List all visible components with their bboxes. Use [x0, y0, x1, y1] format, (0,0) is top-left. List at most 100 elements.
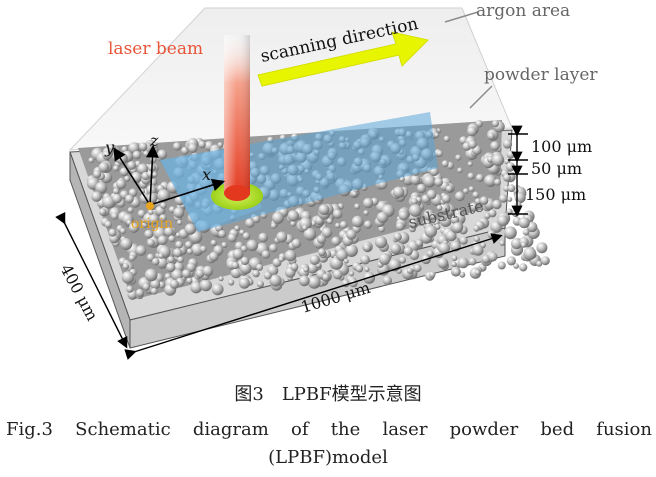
- powder-particle: [252, 269, 260, 278]
- argon-area-label: argon area: [476, 1, 570, 21]
- powder-particle: [184, 223, 197, 235]
- powder-particle: [504, 226, 517, 240]
- powder-particle: [332, 269, 343, 280]
- powder-particle: [322, 273, 330, 282]
- powder-particle: [119, 167, 129, 177]
- powder-particle: [467, 161, 473, 167]
- powder-particle: [363, 220, 373, 229]
- powder-particle: [143, 150, 150, 157]
- powder-particle: [451, 261, 457, 268]
- powder-particle: [423, 174, 436, 188]
- powder-particle: [231, 261, 239, 270]
- powder-particle: [436, 150, 443, 157]
- powder-particle: [490, 141, 500, 151]
- powder-particle: [457, 257, 469, 269]
- powder-particle: [160, 202, 167, 209]
- powder-particle: [408, 204, 422, 217]
- powder-particle: [104, 220, 113, 229]
- powder-particle: [113, 188, 120, 195]
- powder-particle: [455, 154, 462, 161]
- powder-particle: [506, 208, 513, 215]
- powder-particle: [484, 174, 497, 187]
- powder-particle: [494, 178, 501, 186]
- powder-particle: [355, 265, 364, 273]
- powder-particle: [468, 140, 477, 149]
- powder-particle: [472, 244, 484, 256]
- powder-particle: [518, 217, 530, 229]
- powder-particle: [128, 222, 140, 233]
- powder-particle: [376, 211, 389, 224]
- powder-particle: [511, 209, 520, 217]
- powder-particle: [310, 220, 317, 227]
- powder-particle: [468, 186, 475, 192]
- powder-particle: [290, 220, 296, 227]
- dimension-1000: [124, 233, 503, 360]
- powder-particle: [199, 279, 212, 292]
- powder-particle: [135, 288, 145, 298]
- powder-particle: [519, 263, 528, 272]
- powder-particle: [269, 243, 278, 253]
- powder-particle: [157, 189, 171, 202]
- powder-particle: [173, 248, 183, 258]
- powder-particle: [202, 265, 214, 277]
- powder-particle: [218, 276, 224, 282]
- powder-particle: [413, 264, 422, 273]
- powder-particle: [463, 188, 469, 194]
- coordinate-axes: [113, 144, 226, 210]
- powder-particle: [278, 256, 284, 262]
- powder-particle: [258, 232, 269, 243]
- powder-particle: [166, 262, 176, 273]
- powder-particle: [441, 194, 451, 204]
- powder-particle: [158, 253, 164, 259]
- powder-particle: [245, 218, 255, 228]
- powder-particle: [142, 283, 151, 291]
- powder-particle: [270, 222, 277, 229]
- powder-particle: [298, 275, 310, 287]
- powder-particle: [335, 222, 341, 229]
- powder-particle: [102, 195, 116, 209]
- powder-particle: [346, 229, 357, 240]
- powder-particle: [467, 126, 477, 137]
- powder-particle: [499, 194, 508, 203]
- powder-particle: [152, 172, 158, 178]
- powder-particle: [148, 214, 160, 225]
- powder-particle: [200, 245, 207, 253]
- powder-particle: [507, 184, 516, 193]
- powder-particle: [211, 283, 224, 296]
- powder-particle: [147, 239, 155, 247]
- powder-particle: [112, 165, 120, 172]
- powder-particle: [395, 222, 405, 231]
- powder-particle: [316, 234, 326, 244]
- origin-label: origin: [131, 216, 173, 232]
- powder-particle: [393, 186, 405, 198]
- powder-particle: [351, 215, 364, 228]
- powder-particle: [349, 271, 355, 277]
- powder-particle: [434, 223, 441, 230]
- powder-particle: [326, 218, 333, 225]
- powder-particle: [263, 271, 272, 280]
- powder-particle: [198, 140, 206, 149]
- powder-particle: [505, 162, 516, 172]
- axis-z-label: z: [149, 131, 159, 150]
- powder-particle: [351, 191, 358, 197]
- powder-particle: [290, 263, 299, 271]
- powder-particle: [242, 232, 251, 240]
- laser-beam-label: laser beam: [108, 39, 203, 59]
- powder-particle: [536, 260, 543, 267]
- powder-particle: [303, 267, 309, 273]
- thickness-dimensions: [508, 125, 528, 217]
- powder-particle: [441, 160, 449, 168]
- powder-particle: [363, 210, 369, 216]
- powder-particle: [91, 191, 102, 202]
- caption-chinese: 图3 LPBF模型示意图: [234, 384, 422, 405]
- powder-particle: [228, 279, 235, 286]
- powder-particle: [137, 209, 146, 218]
- caption-english-line1: Fig.3 Schematic diagram of the laser pow…: [6, 419, 652, 440]
- powder-particle: [126, 285, 134, 293]
- powder-particle: [173, 207, 185, 219]
- powder-particle: [307, 275, 321, 289]
- powder-particle: [309, 254, 320, 265]
- powder-particle: [128, 254, 136, 262]
- powder-particle: [172, 142, 182, 151]
- powder-particle: [284, 249, 297, 262]
